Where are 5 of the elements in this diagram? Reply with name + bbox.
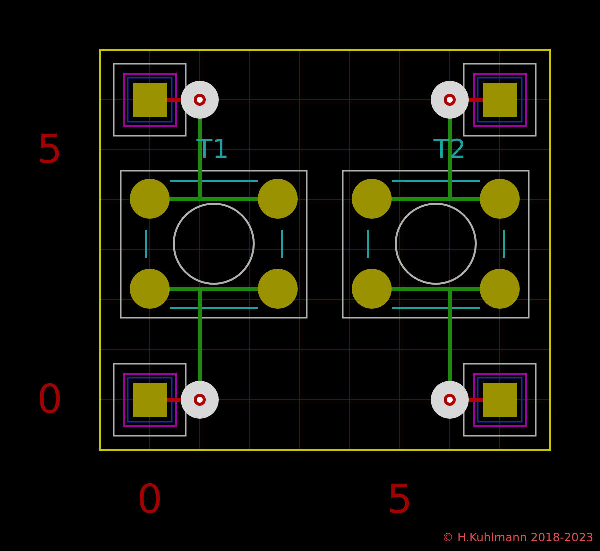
axis-number: 5 (37, 130, 63, 170)
copyright-note: © H.Kuhlmann 2018-2023 (442, 532, 594, 544)
axis-number: 0 (137, 480, 163, 520)
axis-number: 0 (37, 380, 63, 420)
axis-number: 5 (387, 480, 413, 520)
